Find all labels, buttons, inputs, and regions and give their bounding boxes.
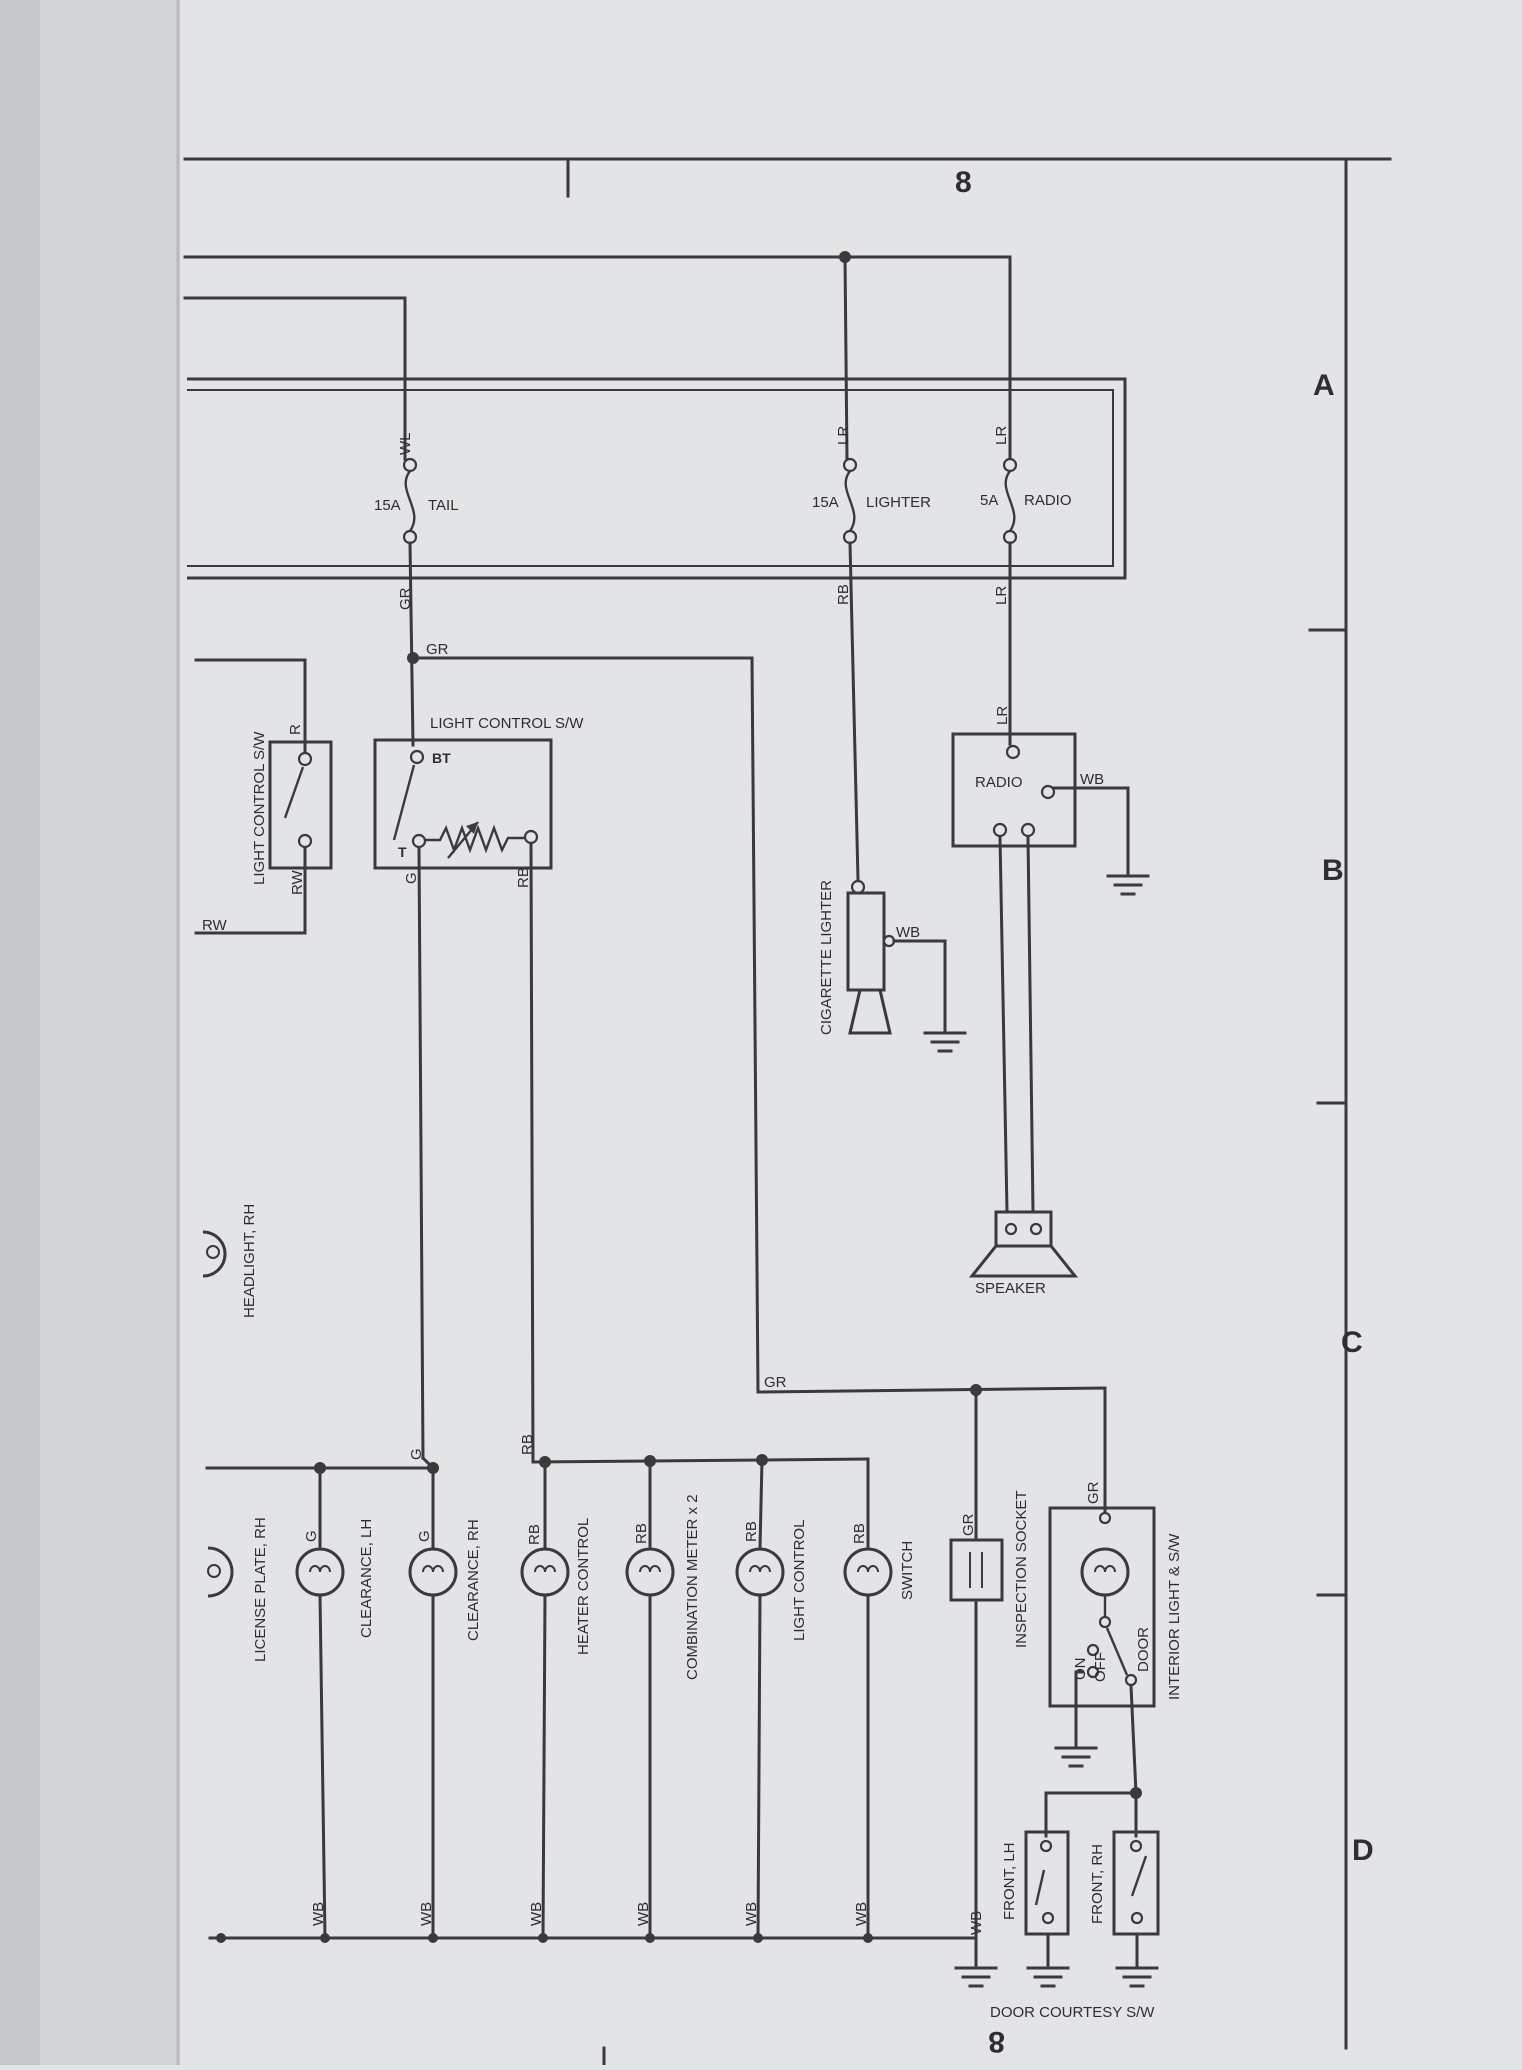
interior-light-title: INTERIOR LIGHT & S/W	[1166, 1533, 1183, 1700]
rb-bus-label: RB	[519, 1434, 536, 1455]
light-control-left-feed-label: RW	[202, 917, 228, 934]
bulb-switch-title: SWITCH	[899, 1541, 916, 1600]
bulb-combination-meter-ground: WB	[635, 1902, 652, 1926]
light-control-wire-g: G	[403, 872, 420, 884]
bulb-combination-meter: RB WB COMBINATION METER x 2	[625, 1459, 701, 1940]
bulb-switch-wire: RB	[851, 1523, 868, 1544]
fuse-radio-name: RADIO	[1024, 492, 1072, 509]
bulb-clearance-rh: G WB CLEARANCE, RH	[408, 1466, 482, 1940]
gr-branch-label: GR	[426, 641, 449, 658]
fuse-tail: WL 15A TAIL GR	[374, 296, 459, 747]
speaker-title: SPEAKER	[975, 1280, 1046, 1297]
interior-light-switch: ON OFF DOOR GR INTERIOR LIGHT & S/W	[1048, 1481, 1183, 1795]
terminal-bt-label: BT	[432, 750, 451, 766]
light-control-left-wire-top: R	[287, 724, 304, 735]
bulb-clearance-rh-title: CLEARANCE, RH	[465, 1519, 482, 1641]
light-control-switch-left: R RW RW LIGHT CONTROL S/W	[194, 658, 333, 935]
bulb-license-plate-rh: LICENSE PLATE, RH	[207, 1517, 269, 1662]
bulb-switch-ground: WB	[853, 1902, 870, 1926]
light-control-left-wire-bottom: RW	[289, 869, 306, 895]
light-control-switch: LIGHT CONTROL S/W BT T G RB	[373, 715, 584, 1464]
bulb-clearance-lh: G WB CLEARANCE, LH	[295, 1466, 375, 1940]
gr-long-label: GR	[764, 1374, 787, 1391]
fuse-radio-wire-in: LR	[993, 426, 1010, 445]
bulb-heater-control: RB WB HEATER CONTROL	[520, 1460, 592, 1940]
bulb-light-control-wire: RB	[743, 1521, 760, 1542]
fuse-tail-wire-out: GR	[397, 587, 414, 610]
fuse-lighter: LR 15A LIGHTER RB	[812, 255, 931, 882]
radio-title: RADIO	[975, 774, 1023, 791]
grid-column-label-top: 8	[955, 166, 972, 199]
fuse-lighter-rating: 15A	[812, 494, 839, 511]
fuse-lighter-name: LIGHTER	[866, 494, 931, 511]
cigarette-lighter: WB CIGARETTE LIGHTER	[818, 880, 967, 1053]
bulb-clearance-lh-wire: G	[303, 1530, 320, 1542]
terminal-t-label: T	[398, 844, 407, 860]
bulb-clearance-lh-title: CLEARANCE, LH	[358, 1519, 375, 1638]
bulb-heater-control-wire: RB	[526, 1524, 543, 1545]
cigarette-lighter-title: CIGARETTE LIGHTER	[818, 880, 835, 1035]
bulb-light-control: RB WB LIGHT CONTROL	[735, 1458, 808, 1940]
bulb-combination-meter-title: COMBINATION METER x 2	[684, 1494, 701, 1680]
fuse-radio-wire-out: LR	[993, 586, 1010, 605]
door-courtesy-title: DOOR COURTESY S/W	[990, 2004, 1155, 2021]
grid-row-label-c: C	[1341, 1326, 1363, 1359]
grid-row-label-b: B	[1322, 854, 1344, 887]
fuse-tail-wire-in: WL	[397, 433, 414, 456]
g-bus-label: G	[408, 1448, 425, 1460]
bulb-clearance-lh-ground: WB	[310, 1902, 327, 1926]
fuse-tail-rating: 15A	[374, 497, 401, 514]
interior-switch-pos-off: OFF	[1092, 1652, 1109, 1682]
door-courtesy-switches: FRONT, LH FRONT, RH DOOR COURTESY S/W	[990, 1787, 1160, 2021]
cigarette-lighter-wire-wb: WB	[896, 924, 920, 941]
inspection-socket-title: INSPECTION SOCKET	[1013, 1490, 1030, 1648]
headlight-rh: HEADLIGHT, RH	[202, 1204, 258, 1318]
bulb-clearance-rh-ground: WB	[418, 1902, 435, 1926]
headlight-title: HEADLIGHT, RH	[241, 1204, 258, 1318]
radio-unit: LR RADIO WB	[951, 706, 1150, 1214]
bulb-heater-control-title: HEATER CONTROL	[575, 1518, 592, 1655]
bulb-light-control-ground: WB	[743, 1902, 760, 1926]
fuse-tail-name: TAIL	[428, 497, 459, 514]
fuse-radio-rating: 5A	[980, 492, 998, 509]
radio-wire-wb: WB	[1080, 771, 1104, 788]
fuse-lighter-wire-in: LR	[835, 426, 852, 445]
bulb-heater-control-ground: WB	[528, 1902, 545, 1926]
inspection-socket-ground: WB	[968, 1911, 985, 1935]
gr-branch-wire: GR GR	[407, 641, 1107, 1542]
grid-row-label-d: D	[1352, 1834, 1374, 1867]
bulb-switch: RB WB SWITCH	[843, 1457, 916, 1940]
inspection-socket: GR WB INSPECTION SOCKET	[949, 1490, 1030, 1988]
bulb-combination-meter-wire: RB	[633, 1523, 650, 1544]
door-switch-front-lh-label: FRONT, LH	[1001, 1842, 1018, 1920]
interior-light-wire: GR	[1085, 1481, 1102, 1504]
bulb-license-plate-rh-title: LICENSE PLATE, RH	[252, 1517, 269, 1662]
interior-switch-pos-door: DOOR	[1135, 1627, 1152, 1672]
light-control-wire-rb: RB	[515, 867, 532, 888]
speaker: SPEAKER	[968, 1210, 1079, 1297]
light-control-left-title: LIGHT CONTROL S/W	[251, 731, 268, 885]
inspection-socket-wire: GR	[960, 1513, 977, 1536]
grid-column-label-bottom: 8	[988, 2025, 1005, 2058]
bulb-clearance-rh-wire: G	[416, 1530, 433, 1542]
fuse-lighter-wire-out: RB	[835, 584, 852, 605]
grid-row-label-a: A	[1313, 369, 1335, 402]
diagram-frame: 8 8 A B C D	[183, 157, 1392, 2067]
door-switch-front-rh-label: FRONT, RH	[1089, 1844, 1106, 1924]
bulb-light-control-title: LIGHT CONTROL	[791, 1520, 808, 1641]
fuse-radio: LR 5A RADIO LR	[980, 255, 1072, 746]
fuse-box	[187, 377, 1127, 580]
light-control-title: LIGHT CONTROL S/W	[430, 715, 584, 732]
radio-wire-lr: LR	[994, 706, 1011, 725]
